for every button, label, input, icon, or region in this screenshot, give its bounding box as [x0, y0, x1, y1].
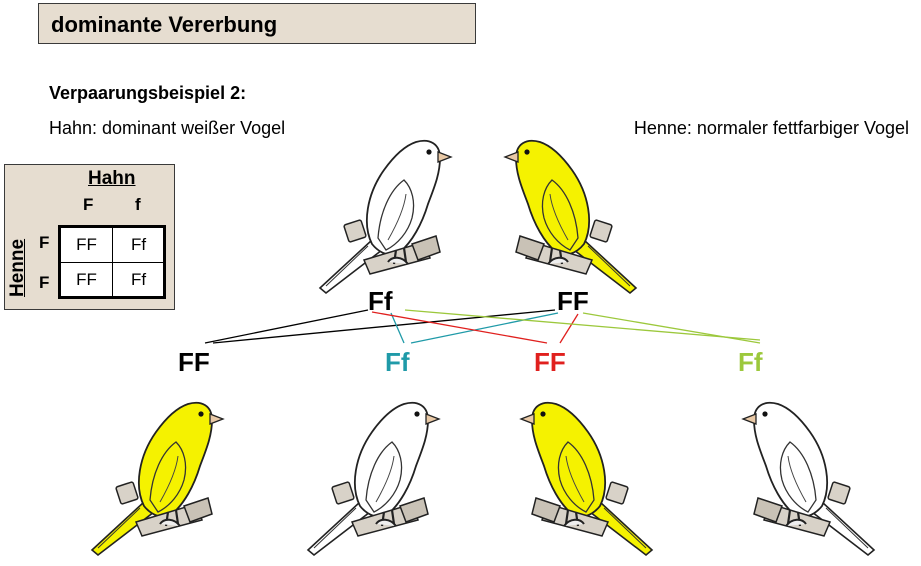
offspring-bird-icon [306, 401, 441, 557]
punnett-cell: FF [76, 270, 97, 289]
hahn-bird-icon [318, 139, 453, 295]
hahn-genotype: Ff [368, 286, 393, 316]
line-green-henne [582, 312, 761, 344]
title-box: dominante Vererbung [38, 3, 476, 44]
line-teal-hahn [390, 312, 405, 344]
punnett-square: Hahn F f Henne F F FF Ff FF Ff [4, 164, 175, 310]
offspring-bird-icon [519, 401, 654, 557]
punnett-row-header: F [39, 233, 50, 252]
subtitle: Verpaarungsbeispiel 2: [49, 83, 247, 103]
punnett-cell: Ff [130, 235, 147, 254]
hahn-description: Hahn: dominant weißer Vogel [49, 118, 286, 138]
punnett-row-header: F [39, 273, 50, 292]
line-red-hahn [371, 311, 548, 344]
line-red-henne [559, 313, 579, 344]
punnett-hahn-label: Hahn [88, 168, 136, 189]
punnett-col-header: F [83, 195, 94, 214]
offspring-bird-icon [741, 401, 876, 557]
line-green-hahn [404, 309, 761, 341]
henne-genotype: FF [557, 286, 589, 316]
line-black-henne [212, 309, 556, 344]
offspring-genotype: FF [178, 347, 210, 377]
punnett-col-header: f [135, 195, 141, 214]
punnett-cell: FF [76, 235, 97, 254]
offspring-genotype: FF [534, 347, 566, 377]
punnett-grid: FF Ff FF Ff [58, 225, 166, 299]
henne-description: Henne: normaler fettfarbiger Vogel [633, 118, 909, 138]
line-teal-henne [410, 312, 559, 344]
henne-bird-icon [503, 139, 638, 295]
punnett-cell: Ff [130, 270, 147, 289]
line-black-hahn [204, 309, 369, 344]
page-title: dominante Vererbung [51, 12, 278, 37]
offspring-bird-icon [90, 401, 225, 557]
offspring-genotype: Ff [738, 347, 763, 377]
offspring-genotype: Ff [385, 347, 410, 377]
